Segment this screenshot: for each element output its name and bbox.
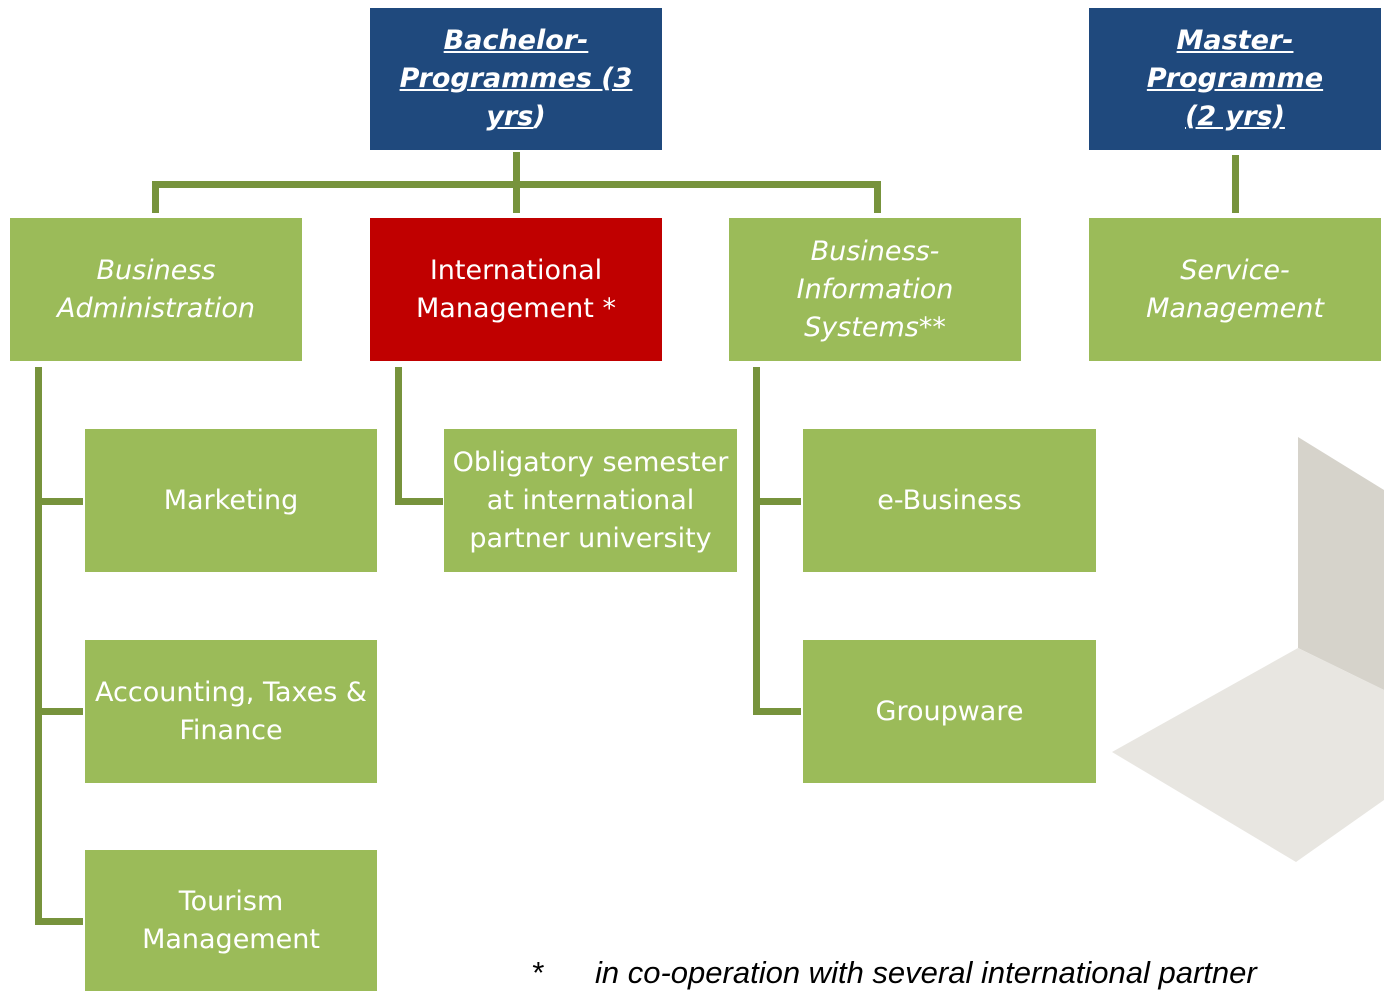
- label-line: Tourism: [178, 885, 284, 917]
- label-line: Accounting, Taxes &: [95, 676, 367, 708]
- label-line: Systems**: [804, 311, 946, 343]
- footnote-text: in co-operation with several internation…: [595, 955, 1257, 990]
- footnote: * in co-operation with several internatio…: [531, 955, 1257, 991]
- master-line2: (2 yrs): [1185, 101, 1285, 132]
- business-information-systems-box: Business- Information Systems**: [729, 218, 1021, 361]
- international-management-box: International Management *: [370, 218, 662, 361]
- label-line: Management: [142, 923, 320, 955]
- master-line1: Master-Programme: [1146, 25, 1324, 94]
- label-line: Finance: [179, 714, 283, 746]
- bachelor-line1: Bachelor-: [443, 25, 589, 56]
- marketing-box: Marketing: [85, 429, 377, 572]
- bachelor-line2: Programmes (3 yrs: [399, 63, 633, 132]
- label-line: Service-: [1180, 254, 1290, 286]
- label-line: International: [429, 254, 603, 286]
- label-line: Administration: [56, 292, 256, 324]
- label-line: Management *: [416, 292, 616, 324]
- e-business-box: e-Business: [803, 429, 1096, 572]
- label-line: Business: [96, 254, 216, 286]
- label-line: Groupware: [875, 695, 1024, 727]
- label-line: Management: [1146, 292, 1324, 324]
- groupware-box: Groupware: [803, 640, 1096, 783]
- footnote-marker: *: [531, 955, 544, 990]
- label-line: at international: [486, 484, 695, 516]
- service-management-box: Service- Management: [1089, 218, 1381, 361]
- tourism-management-box: Tourism Management: [85, 850, 377, 991]
- business-administration-box: Business Administration: [10, 218, 302, 361]
- label-line: partner university: [469, 522, 712, 554]
- label-line: Information: [796, 273, 954, 305]
- obligatory-semester-box: Obligatory semester at international par…: [444, 429, 737, 572]
- label-line: Business-: [810, 235, 940, 267]
- accounting-taxes-finance-box: Accounting, Taxes & Finance: [85, 640, 377, 783]
- label-line: Obligatory semester: [452, 446, 729, 478]
- bachelor-programmes-header: Bachelor- Programmes (3 yrs): [370, 8, 662, 150]
- master-programme-header: Master-Programme (2 yrs): [1089, 8, 1381, 150]
- label-line: Marketing: [163, 484, 299, 516]
- label-line: e-Business: [877, 484, 1022, 516]
- bachelor-line2-tail: ): [533, 101, 546, 132]
